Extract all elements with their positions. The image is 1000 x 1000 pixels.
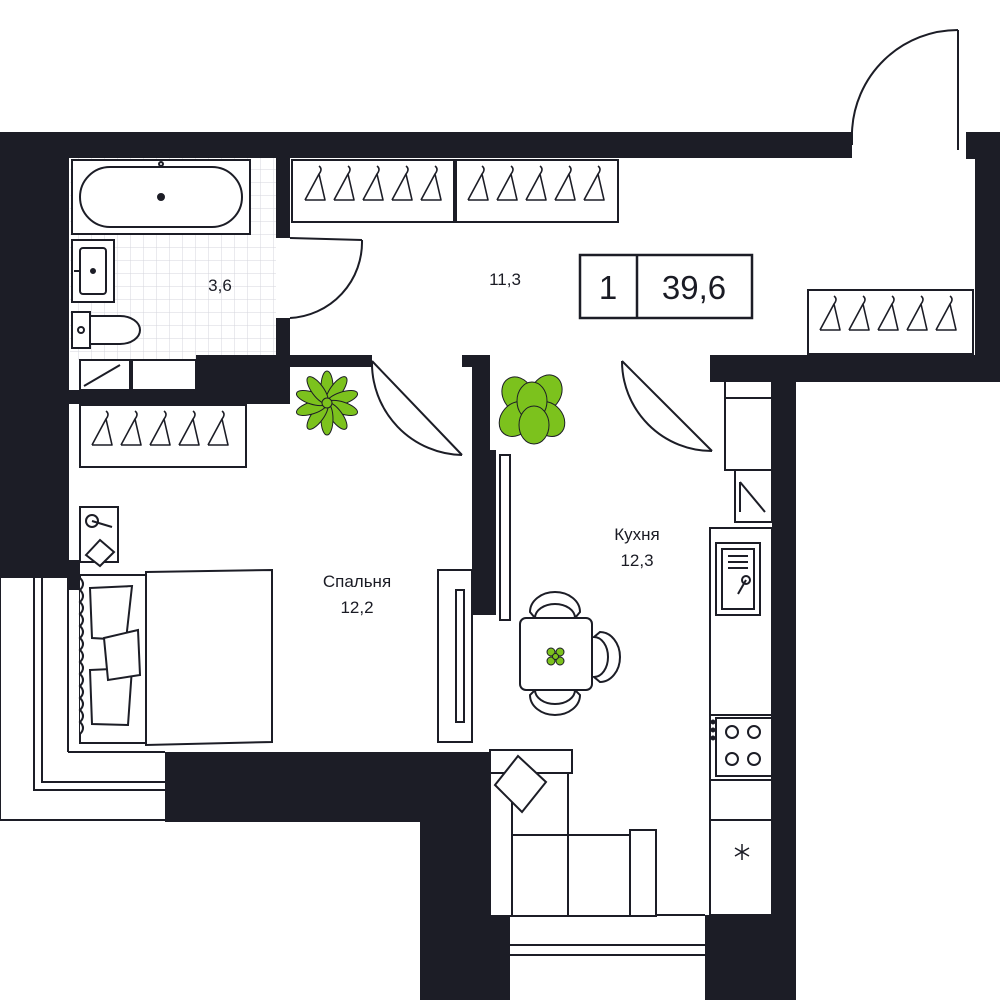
hanger-icon: [467, 165, 489, 201]
walls: [0, 132, 1000, 1000]
bedroom-name: Спальня: [323, 572, 391, 591]
hanger-icon: [906, 295, 928, 331]
hanger-icon: [178, 410, 200, 446]
hanger-icon: [877, 295, 899, 331]
toilet: [71, 311, 141, 349]
entrance-door: [851, 29, 959, 150]
washbasin: [71, 239, 115, 303]
hanger-icon: [819, 295, 841, 331]
kitchen-door: [621, 360, 713, 452]
hanger-icon: [848, 295, 870, 331]
bathroom-fixtures: [71, 159, 251, 391]
chair: [528, 687, 582, 716]
sink: [715, 542, 761, 616]
doors: [289, 29, 959, 456]
sliding-partition: [437, 454, 511, 743]
apartment-badge: 1 39,6: [578, 253, 754, 320]
cushion: [493, 754, 548, 814]
wardrobe-hallway-3: [807, 289, 974, 355]
table-flower-icon: [546, 647, 565, 666]
plant-kitchen: [498, 374, 566, 445]
hanger-icon: [420, 165, 442, 201]
rooms-count: 1: [599, 269, 617, 306]
bathroom-area: 3,6: [208, 276, 232, 295]
wardrobe-hallway-2: [455, 159, 619, 223]
hanger-icon: [120, 410, 142, 446]
washing-machine: [79, 359, 197, 391]
hallway-area: 11,3: [489, 270, 521, 289]
nightstand: [79, 506, 119, 568]
hanger-icon: [554, 165, 576, 201]
wardrobe-bedroom: [79, 404, 247, 468]
hanger-icon: [391, 165, 413, 201]
bedroom-area: 12,2: [340, 598, 373, 617]
bedroom-furniture: [78, 506, 273, 747]
dining-table: [519, 591, 621, 716]
hanger-icon: [362, 165, 384, 201]
bedroom-door: [370, 360, 463, 456]
hanger-icons: [91, 165, 957, 446]
hanger-icon: [935, 295, 957, 331]
room-labels: 3,6 11,3 Спальня 12,2 Кухня 12,3: [208, 270, 660, 617]
chair: [528, 591, 582, 621]
plant-bedroom: [295, 370, 359, 436]
leaf: [321, 397, 333, 409]
hanger-icon: [525, 165, 547, 201]
chair: [591, 630, 621, 684]
bathroom-door: [289, 237, 364, 319]
bathtub: [71, 159, 251, 235]
hanger-icon: [304, 165, 326, 201]
sofa: [489, 749, 657, 917]
hanger-icon: [583, 165, 605, 201]
kitchen-area: 12,3: [620, 551, 653, 570]
hanger-icon: [207, 410, 229, 446]
pillow: [102, 628, 142, 682]
hanger-icon: [149, 410, 171, 446]
kitchen-name: Кухня: [614, 525, 660, 544]
cooktop: [710, 717, 773, 777]
plants: [295, 370, 566, 445]
kitchen-furniture: [489, 527, 773, 917]
hanger-icon: [91, 410, 113, 446]
hanger-icon: [333, 165, 355, 201]
leaf: [518, 405, 550, 445]
wardrobe-hallway-1: [291, 159, 455, 223]
hanger-icon: [496, 165, 518, 201]
total-area: 39,6: [662, 269, 726, 306]
bed: [78, 568, 273, 747]
snowflake-icon: [734, 844, 750, 860]
